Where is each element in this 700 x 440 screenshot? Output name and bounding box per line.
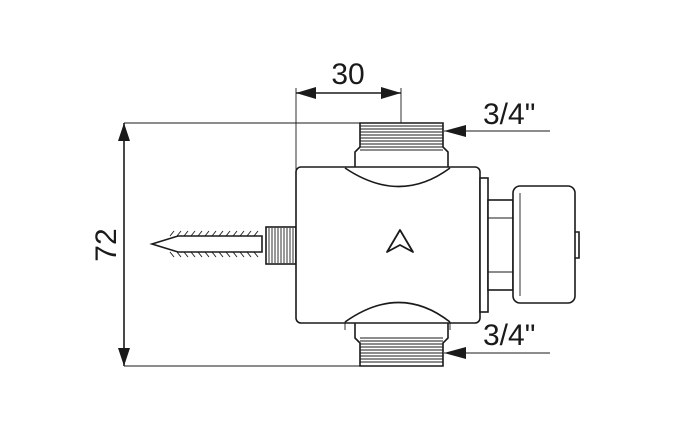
top-threaded-outlet [354,122,449,171]
thread-bottom-label: 3/4" [483,319,535,352]
height-dimension: 72 [90,123,130,366]
bottom-threaded-outlet [354,319,449,367]
height-label: 72 [90,228,123,261]
thread-top-label: 3/4" [483,98,535,131]
arrowhead-bottom [118,348,130,366]
arrowhead-right [381,87,401,99]
wood-screw [149,226,297,265]
arrowhead-left [296,87,316,99]
valve-body [295,166,481,330]
thread-callout-top: 3/4" [444,98,550,137]
width-dimension: 30 [296,58,401,99]
thread-callout-bottom: 3/4" [444,319,550,359]
brand-logo-icon [386,229,414,253]
arrowhead-thread-bottom [444,347,466,359]
width-label: 30 [331,58,364,91]
arrowhead-top [118,123,130,141]
push-button-cap [479,177,580,313]
arrowhead-thread-top [444,125,466,137]
